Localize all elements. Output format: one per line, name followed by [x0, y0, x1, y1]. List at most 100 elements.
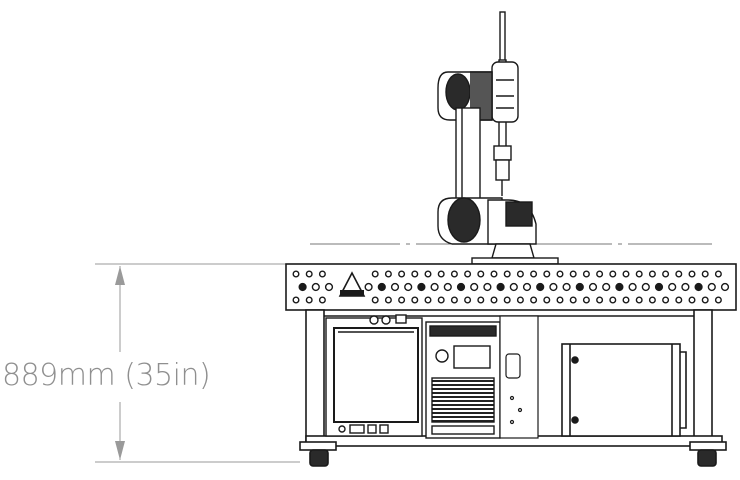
- welding-table-top: [285, 263, 737, 311]
- fixture-hole: [384, 296, 392, 304]
- fixture-hole: [411, 296, 419, 304]
- cabinet-door: [333, 327, 419, 423]
- upper-joint-cap: [445, 73, 471, 111]
- fixture-hole: [707, 282, 716, 292]
- fixture-hole: [701, 270, 709, 278]
- fixture-hole: [477, 270, 485, 278]
- fixture-hole: [364, 282, 373, 292]
- fixture-hole: [701, 296, 709, 304]
- fixture-hole: [662, 296, 670, 304]
- fixture-hole: [675, 296, 683, 304]
- fixture-hole: [443, 282, 452, 292]
- fixture-hole: [503, 296, 511, 304]
- fixture-hole: [543, 296, 551, 304]
- dimension-annotation: [95, 263, 300, 463]
- wire-feeder-box: [561, 343, 687, 437]
- height-dimension-label: 889mm (35in): [2, 358, 211, 393]
- fixture-hole: [496, 282, 505, 292]
- fixture-hole: [530, 296, 538, 304]
- fixture-hole: [615, 282, 624, 292]
- caster-wheel-right: [697, 449, 717, 467]
- fixture-hole: [575, 282, 584, 292]
- fixture-hole: [437, 270, 445, 278]
- fixture-hole: [582, 296, 590, 304]
- mounting-plate: [471, 257, 559, 265]
- fixture-hole: [543, 270, 551, 278]
- torch-nozzle: [495, 159, 510, 181]
- fixture-hole: [456, 282, 466, 292]
- fixture-hole: [635, 296, 643, 304]
- fixture-hole: [384, 270, 392, 278]
- fixture-hole: [641, 282, 650, 292]
- fixture-hole: [305, 270, 313, 278]
- fixture-hole: [371, 296, 379, 304]
- fixture-hole: [522, 282, 532, 292]
- fixture-hole: [569, 296, 577, 304]
- fixture-hole: [318, 270, 326, 278]
- fixture-hole: [390, 282, 400, 292]
- base-flange: [491, 243, 535, 259]
- fixture-hole: [483, 282, 492, 292]
- fixture-hole: [562, 282, 571, 292]
- fixture-hole: [324, 282, 334, 292]
- fixture-hole: [675, 270, 683, 278]
- fixture-hole: [398, 296, 406, 304]
- fixture-hole: [596, 270, 604, 278]
- fixture-hole: [556, 296, 564, 304]
- fixture-holes: [292, 270, 730, 304]
- wrist-joint: [491, 61, 519, 123]
- fixture-hole: [292, 296, 300, 304]
- fixture-hole: [516, 296, 524, 304]
- fixture-hole: [688, 270, 696, 278]
- fixture-hole: [720, 282, 730, 292]
- upper-arm-link: [455, 107, 481, 205]
- fixture-hole: [588, 282, 598, 292]
- caster-wheel-left: [309, 449, 329, 467]
- fixture-hole: [464, 270, 472, 278]
- fixture-hole: [477, 296, 485, 304]
- fixture-hole: [662, 270, 670, 278]
- welding-power-source: [425, 321, 501, 439]
- fixture-hole: [694, 282, 703, 292]
- fixture-hole: [714, 296, 722, 304]
- torch-clamp: [493, 145, 512, 161]
- fixture-hole: [470, 282, 479, 292]
- fixture-hole: [648, 270, 656, 278]
- fixture-hole: [635, 270, 643, 278]
- center-panel: [499, 315, 539, 439]
- fixture-hole: [450, 296, 458, 304]
- leg-left: [305, 309, 325, 443]
- dimension-arrow-down-icon: [115, 441, 125, 460]
- cobot-arm: [437, 11, 559, 265]
- fixture-hole: [530, 270, 538, 278]
- fixture-hole: [609, 296, 617, 304]
- fixture-hole: [430, 282, 439, 292]
- fixture-hole: [536, 282, 545, 292]
- dimension-arrow-up-icon: [115, 266, 125, 285]
- fixture-hole: [648, 296, 656, 304]
- fixture-hole: [681, 282, 690, 292]
- fixture-hole: [398, 270, 406, 278]
- fixture-hole: [424, 270, 432, 278]
- feeder-housing: [561, 343, 681, 437]
- fixture-hole: [622, 270, 630, 278]
- fixture-hole: [377, 282, 386, 292]
- fixture-hole: [503, 270, 511, 278]
- fixture-hole: [602, 282, 611, 292]
- fixture-hole: [628, 282, 637, 292]
- fixture-hole: [424, 296, 432, 304]
- fixture-hole: [292, 270, 300, 278]
- fixture-hole: [411, 270, 419, 278]
- fixture-hole: [450, 270, 458, 278]
- fixture-hole: [654, 282, 664, 292]
- fixture-hole: [622, 296, 630, 304]
- fixture-hole: [490, 296, 498, 304]
- fixture-hole: [298, 282, 307, 292]
- fixture-hole: [516, 270, 524, 278]
- fixture-hole: [464, 296, 472, 304]
- caster-mount-right: [689, 441, 727, 451]
- welder-vent: [431, 377, 495, 423]
- controller-cabinet: [325, 314, 423, 437]
- welder-knob-icon: [435, 349, 449, 363]
